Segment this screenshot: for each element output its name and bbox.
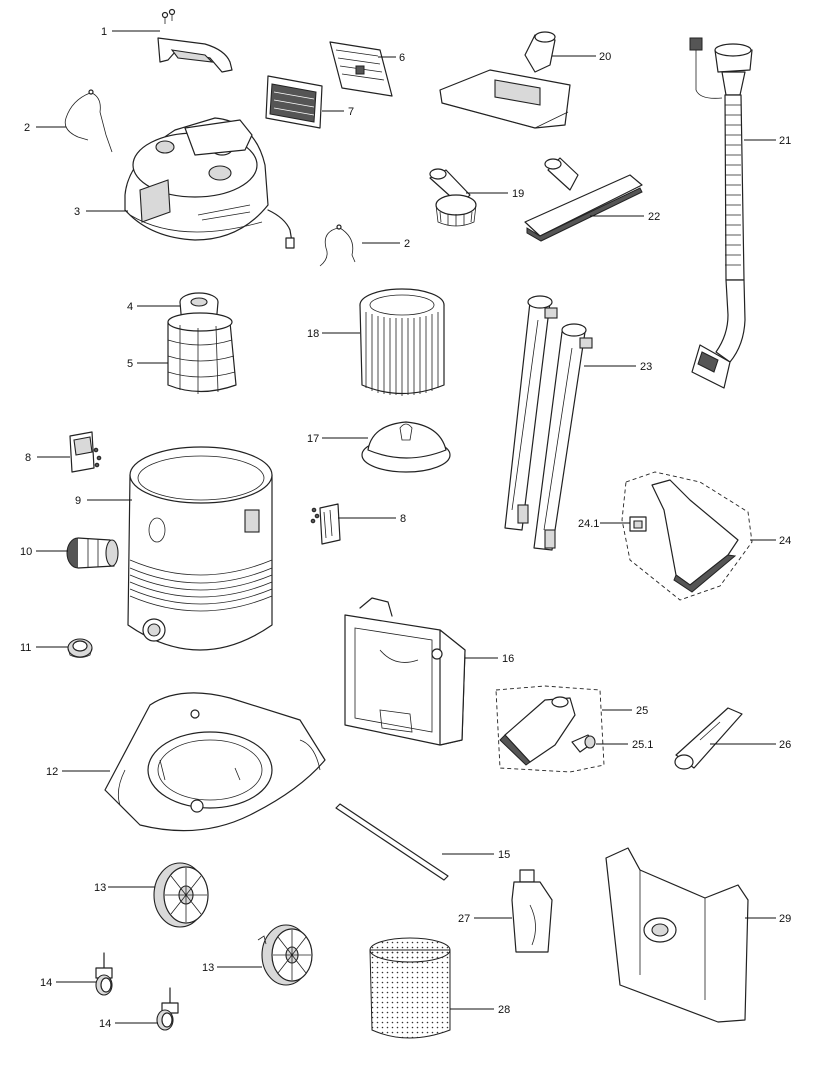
callout-13a: 13 xyxy=(94,882,106,894)
callout-26: 26 xyxy=(779,739,791,751)
callout-4: 4 xyxy=(127,301,133,313)
callout-16: 16 xyxy=(502,653,514,665)
part-2-cable-right xyxy=(319,224,356,267)
callout-2b: 2 xyxy=(404,238,410,250)
callout-17: 17 xyxy=(307,433,319,445)
callout-14a: 14 xyxy=(40,977,52,989)
callout-13b: 13 xyxy=(202,962,214,974)
part-19-brush-nozzle xyxy=(429,168,477,227)
callout-11: 11 xyxy=(20,642,31,654)
callout-22: 22 xyxy=(648,211,660,223)
callout-18: 18 xyxy=(307,328,319,340)
part-27-detergent-bottle xyxy=(511,869,553,953)
callout-3: 3 xyxy=(74,206,80,218)
callout-20: 20 xyxy=(599,51,611,63)
callout-10: 10 xyxy=(20,546,32,558)
callout-15: 15 xyxy=(498,849,510,861)
callout-9: 9 xyxy=(75,495,81,507)
part-8-clip-left xyxy=(69,431,102,473)
callout-12: 12 xyxy=(46,766,58,778)
part-7-filter-cartridge xyxy=(265,75,323,129)
callout-23: 23 xyxy=(640,361,652,373)
part-17-lid xyxy=(361,421,451,473)
part-13-wheel-a xyxy=(153,862,209,928)
callout-2a: 2 xyxy=(24,122,30,134)
callout-25: 25 xyxy=(636,705,648,717)
callout-21: 21 xyxy=(779,135,791,147)
part-23-extension-tubes xyxy=(504,295,593,551)
callout-19: 19 xyxy=(512,188,524,200)
callout-7: 7 xyxy=(348,106,354,118)
part-1-handle xyxy=(157,8,233,73)
part-29-dust-bag xyxy=(605,847,749,1023)
callout-29: 29 xyxy=(779,913,791,925)
part-3-motor-head xyxy=(124,117,295,249)
callout-6: 6 xyxy=(399,52,405,64)
part-28-foam-filter xyxy=(369,937,451,1039)
part-14-caster-a xyxy=(95,952,113,996)
part-22-squeegee xyxy=(524,157,643,242)
part-18-pleated-filter xyxy=(359,288,445,396)
part-11-cap xyxy=(67,638,93,658)
callout-8b: 8 xyxy=(400,513,406,525)
part-5-filter-cage xyxy=(167,312,237,394)
part-9-container xyxy=(127,446,273,651)
part-13-wheel-b xyxy=(257,924,313,986)
callout-24-1: 24.1 xyxy=(578,518,599,530)
part-16-case xyxy=(344,597,466,746)
callout-24: 24 xyxy=(779,535,791,547)
part-25-spray-nozzle xyxy=(495,685,605,773)
callout-14b: 14 xyxy=(99,1018,111,1030)
callout-28: 28 xyxy=(498,1004,510,1016)
part-26-crevice-tool xyxy=(674,707,743,770)
callout-8a: 8 xyxy=(25,452,31,464)
part-20-floor-nozzle xyxy=(439,31,571,129)
part-6-filter-frame xyxy=(329,41,393,97)
part-14-caster-b xyxy=(156,987,179,1031)
part-15-rod xyxy=(335,803,449,881)
callout-1: 1 xyxy=(101,26,107,38)
callout-27: 27 xyxy=(458,913,470,925)
part-8-clip-right xyxy=(310,503,341,545)
callout-25-1: 25.1 xyxy=(632,739,653,751)
part-24-upholstery-nozzle xyxy=(621,471,753,601)
callout-5: 5 xyxy=(127,358,133,370)
part-21-hose xyxy=(689,37,753,389)
part-12-base xyxy=(104,692,326,832)
part-10-inlet xyxy=(66,537,119,569)
part-2-cable-left xyxy=(64,89,113,153)
